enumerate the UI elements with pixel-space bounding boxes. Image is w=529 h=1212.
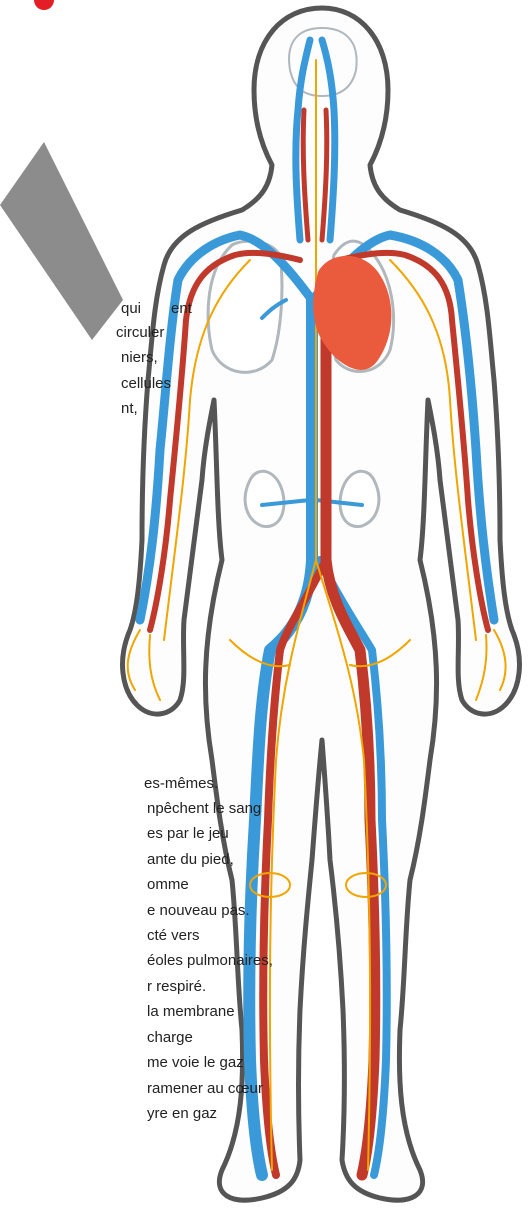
- left-kidney: [245, 471, 284, 526]
- lower-text-line-7: cté vers: [147, 927, 200, 944]
- lower-text-line-8: éoles pulmonaires,: [147, 952, 273, 969]
- lower-text-line-6: e nouveau pas.: [147, 902, 250, 919]
- lower-text-line-1: es-mêmes.: [144, 775, 218, 792]
- lower-text-line-11: charge: [147, 1029, 193, 1046]
- upper-text-line-4: niers,: [121, 349, 158, 366]
- upper-text-line-1: qui: [121, 300, 141, 317]
- upper-text-line-6: nt,: [121, 400, 138, 417]
- lower-text-line-5: omme: [147, 876, 189, 893]
- lower-text-line-2: npêchent le sang: [147, 800, 261, 817]
- lower-text-line-10: la membrane: [147, 1003, 235, 1020]
- lower-text-line-13: ramener au cœur: [147, 1080, 263, 1097]
- upper-text-line-3: circuler: [116, 324, 164, 341]
- body-outline: [123, 8, 520, 1200]
- lower-text-line-12: me voie le gaz: [147, 1054, 244, 1071]
- watermark-stripe: [0, 142, 123, 340]
- lower-text-line-9: r respiré.: [147, 978, 206, 995]
- right-kidney: [340, 471, 379, 526]
- lower-text-line-4: ante du pied,: [147, 851, 234, 868]
- upper-text-line-2: ent: [171, 300, 192, 317]
- lower-text-line-3: es par le jeu: [147, 825, 229, 842]
- upper-text-line-5: cellules: [121, 375, 171, 392]
- lower-text-line-14: yre en gaz: [147, 1105, 217, 1122]
